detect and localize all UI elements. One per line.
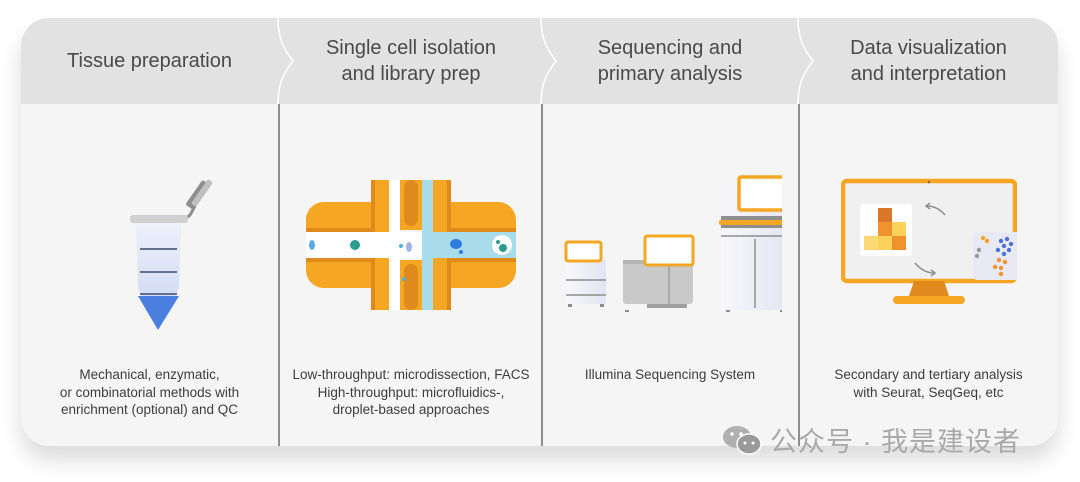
step-title-single-cell-isolation: Single cell isolation and library prep xyxy=(325,37,497,85)
heatmap-icon xyxy=(860,204,912,256)
sequencing-instruments-icon xyxy=(564,175,782,312)
wechat-icon xyxy=(723,425,762,455)
step-title-data-visualization: Data visualization and interpretation xyxy=(850,37,1007,85)
column-divider xyxy=(798,104,800,446)
step-title-tissue-preparation: Tissue preparation xyxy=(67,50,232,72)
header-band xyxy=(21,18,1058,104)
microfluidic-chip-icon xyxy=(306,180,516,310)
step-description-single-cell-isolation: Low-throughput: microdissection, FACS Hi… xyxy=(292,367,530,417)
workflow-diagram: Tissue preparation Single cell isolation… xyxy=(21,18,1058,446)
step-description-sequencing: Illumina Sequencing System xyxy=(584,367,756,382)
step-title-sequencing: Sequencing and primary analysis xyxy=(597,37,743,85)
watermark-text: 公众号 · 我是建设者 xyxy=(770,427,1021,457)
step-description-data-visualization: Secondary and tertiary analysis with Seu… xyxy=(834,367,1023,400)
monitor-analysis-icon xyxy=(841,178,1017,304)
chevron-separator-icon xyxy=(540,18,558,104)
watermark: 公众号 · 我是建设者 xyxy=(722,420,1021,459)
cluster-plot-icon xyxy=(973,232,1017,280)
column-divider xyxy=(541,104,543,446)
microcentrifuge-tube-icon xyxy=(130,179,213,330)
column-divider xyxy=(278,104,280,446)
step-description-tissue-preparation: Mechanical, enzymatic, or combinatorial … xyxy=(59,367,240,417)
chevron-separator-icon xyxy=(277,18,295,104)
chevron-separator-icon xyxy=(797,18,815,104)
